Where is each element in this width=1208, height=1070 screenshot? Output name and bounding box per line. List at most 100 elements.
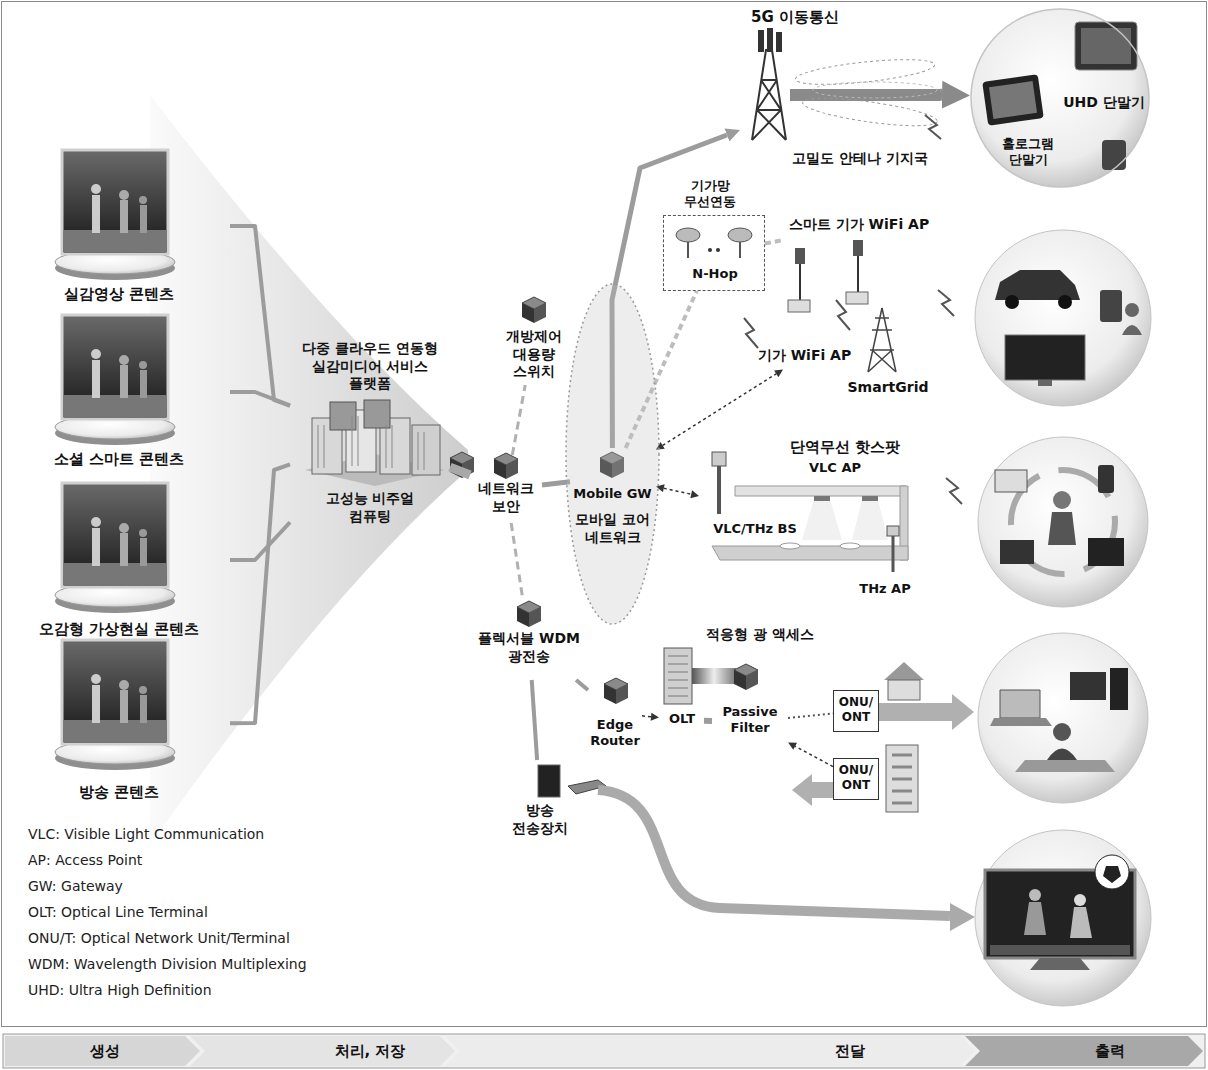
text-slot: 네트워크 보안 bbox=[470, 480, 542, 515]
text-slot: WDM: Wavelength Division Multiplexing bbox=[28, 956, 388, 974]
wdm-node: 플렉서블 WDM 광전송 bbox=[470, 600, 588, 680]
terminal-group bbox=[1074, 894, 1086, 906]
edge-router: Edge Router bbox=[588, 672, 642, 754]
connector bbox=[230, 464, 290, 723]
node-text: ONU/ ONT bbox=[834, 695, 878, 725]
connector bbox=[532, 680, 537, 760]
content-icon bbox=[55, 150, 175, 280]
abbreviation-note: OLT: Optical Line Terminal bbox=[28, 904, 388, 922]
terminal-group bbox=[1015, 760, 1115, 772]
text-slot: 방송 전송장치 bbox=[500, 802, 580, 837]
node-text: N-Hop bbox=[664, 266, 766, 282]
terminal-group bbox=[1122, 325, 1142, 335]
terminal-group bbox=[1030, 958, 1090, 970]
text-slot: UHD 단말기 bbox=[1058, 94, 1150, 112]
terminal-group bbox=[1070, 672, 1106, 700]
figure-frame bbox=[2, 2, 1207, 1027]
core-network: 모바일 코어 네트워크Mobile GW bbox=[565, 283, 660, 625]
wifi-antenna bbox=[788, 300, 810, 312]
node-text: 오감형 가상현실 콘텐츠 bbox=[8, 620, 230, 639]
connector bbox=[512, 385, 525, 455]
content-icon bbox=[55, 315, 175, 445]
text-slot: 기가망 무선연동 bbox=[678, 178, 742, 211]
terminal-group bbox=[1024, 902, 1046, 935]
terminal-group bbox=[975, 830, 1151, 1006]
terminal-group bbox=[1100, 290, 1122, 322]
terminal-group bbox=[971, 9, 1149, 187]
content-source: 소셜 스마트 콘텐츠 bbox=[8, 312, 230, 472]
dish-antenna bbox=[728, 228, 752, 242]
node-text: THz AP bbox=[850, 581, 920, 597]
text-slot: 개방제어 대용량 스위치 bbox=[493, 328, 575, 381]
stage-label: 전달 bbox=[800, 1042, 900, 1061]
hotspot-room bbox=[892, 532, 895, 572]
hotspot-room bbox=[712, 452, 908, 572]
switch-icon bbox=[604, 678, 628, 704]
node-text: OLT bbox=[660, 711, 704, 727]
terminal-group bbox=[1070, 907, 1092, 938]
flow-fan bbox=[150, 95, 468, 845]
node-text: Edge Router bbox=[588, 717, 642, 750]
text-slot: 오감형 가상현실 콘텐츠 bbox=[8, 620, 230, 639]
text-slot: 기가 WiFi AP bbox=[752, 347, 857, 365]
text-slot: 방송 콘텐츠 bbox=[8, 783, 230, 802]
onu-box: ONU/ ONT bbox=[833, 758, 879, 800]
connector bbox=[642, 715, 651, 717]
text-slot: Mobile GW bbox=[570, 486, 655, 502]
node-text: SmartGrid bbox=[842, 379, 934, 397]
terminal-group bbox=[990, 945, 1130, 955]
lightning-symbol bbox=[925, 115, 941, 139]
passive-filter: Passive Filter bbox=[712, 702, 788, 742]
node-text: 개방제어 대용량 스위치 bbox=[493, 328, 575, 381]
building-icon bbox=[888, 680, 920, 700]
connector bbox=[542, 482, 570, 485]
stage-label: 출력 bbox=[1060, 1042, 1160, 1061]
connector bbox=[663, 374, 777, 446]
hotspot-room bbox=[862, 496, 878, 501]
optical-line-terminal bbox=[664, 648, 692, 704]
lightning-symbol bbox=[946, 478, 962, 504]
text-slot: ONU/T: Optical Network Unit/Terminal bbox=[28, 930, 388, 948]
terminal-group bbox=[1053, 723, 1071, 741]
dish-antenna bbox=[676, 228, 700, 242]
abbreviation-note: WDM: Wavelength Division Multiplexing bbox=[28, 956, 388, 974]
terminal-group bbox=[1029, 889, 1041, 901]
terminal-group bbox=[1075, 22, 1137, 70]
hotspot-room bbox=[802, 496, 842, 540]
switch-icon bbox=[450, 452, 474, 478]
power-pylon bbox=[868, 308, 896, 372]
broadcast-device bbox=[538, 765, 560, 797]
terminal-group bbox=[978, 633, 1148, 803]
dish-antenna bbox=[708, 248, 712, 252]
antenna-tower bbox=[752, 50, 786, 140]
dish-antenna bbox=[716, 248, 720, 252]
terminal-group bbox=[975, 830, 1151, 1006]
lightning-symbol bbox=[744, 318, 758, 348]
node-text: Passive Filter bbox=[712, 704, 788, 737]
multihop-box: N-Hop bbox=[663, 215, 765, 291]
annotation-label: 적응형 광 액세스 bbox=[690, 626, 830, 644]
base-station: 5G 이동통신고밀도 안테나 기지국 bbox=[740, 8, 940, 176]
node-text: 네트워크 보안 bbox=[470, 480, 542, 515]
lightning-symbol bbox=[938, 290, 954, 316]
terminal-group bbox=[975, 230, 1151, 406]
text-slot: 출력 bbox=[1060, 1042, 1160, 1061]
text-slot: 적응형 광 액세스 bbox=[690, 626, 830, 644]
terminal-group bbox=[1005, 295, 1019, 309]
text-slot: 고성능 비주얼 컴퓨팅 bbox=[310, 490, 430, 525]
circle-outline bbox=[971, 9, 1149, 187]
terminal-group bbox=[1005, 335, 1085, 380]
node-subtext: 고밀도 안테나 기지국 bbox=[780, 150, 940, 168]
wifi-antenna bbox=[846, 292, 868, 304]
switch-icon bbox=[522, 297, 546, 323]
switch-node: 개방제어 대용량 스위치 bbox=[493, 290, 575, 385]
security-node: 네트워크 보안 bbox=[470, 455, 542, 523]
antenna-tower bbox=[758, 30, 764, 52]
access-arrow bbox=[792, 774, 833, 806]
hotspot-room bbox=[887, 526, 899, 536]
power-pylon bbox=[868, 308, 896, 372]
optical-line-terminal bbox=[664, 648, 758, 704]
text-slot: 전달 bbox=[800, 1042, 900, 1061]
building-icon bbox=[884, 662, 924, 812]
server-cluster bbox=[305, 400, 445, 486]
